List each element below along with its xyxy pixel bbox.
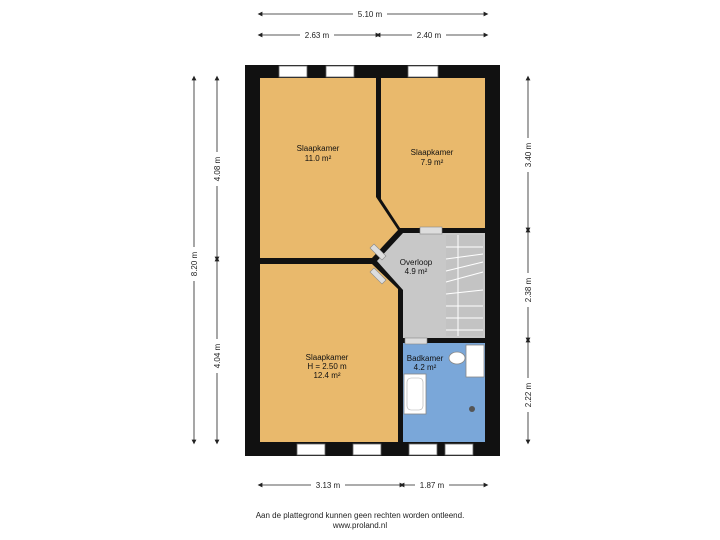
dim-right-lower: 2.22 m (524, 382, 533, 407)
door-bathroom (404, 337, 428, 345)
dimension-labels: 5.10 m 2.63 m 2.40 m 8.20 m 4.08 m 4.04 … (189, 9, 533, 490)
dim-right-upper: 3.40 m (524, 142, 533, 167)
window-top-3 (407, 65, 439, 78)
toilet-cistern (465, 344, 485, 378)
dim-left-total: 8.20 m (190, 251, 199, 276)
doors (369, 226, 443, 345)
footer-website: www.proland.nl (332, 521, 388, 530)
label-bedroom-top-left-area: 11.0 m² (305, 154, 332, 163)
building (245, 65, 500, 456)
dim-top-right: 2.40 m (417, 31, 442, 40)
dim-right-middle: 2.38 m (524, 277, 533, 302)
door-bedroom-bottom (369, 267, 387, 285)
door-bedroom-top-left (369, 243, 387, 261)
dim-bottom-left: 3.13 m (316, 481, 341, 490)
room-bedroom-bottom (260, 264, 398, 442)
window-bottom-4 (444, 443, 474, 456)
dim-left-upper: 4.08 m (213, 156, 222, 181)
dim-bottom-right: 1.87 m (420, 481, 445, 490)
toilet-bowl (448, 351, 466, 365)
label-bathroom-area: 4.2 m² (414, 363, 437, 372)
dim-left-lower: 4.04 m (213, 343, 222, 368)
label-landing-name: Overloop (400, 258, 433, 267)
window-bottom-2 (352, 443, 382, 456)
door-bedroom-top-right (419, 226, 443, 235)
window-bottom-3 (408, 443, 438, 456)
label-bedroom-top-right-name: Slaapkamer (411, 148, 454, 157)
label-bedroom-bottom-area: 12.4 m² (313, 371, 340, 380)
window-bottom-1 (296, 443, 326, 456)
label-bedroom-top-right-area: 7.9 m² (421, 158, 444, 167)
footer-disclaimer: Aan de plattegrond kunnen geen rechten w… (255, 511, 465, 520)
label-landing-area: 4.9 m² (405, 267, 428, 276)
windows (278, 65, 474, 456)
shower-drain (469, 406, 475, 412)
label-bedroom-bottom-height: H = 2.50 m (307, 362, 347, 371)
staircase (445, 235, 484, 336)
window-top-1 (278, 65, 308, 78)
room-bedroom-top-left (260, 78, 398, 258)
label-bedroom-bottom-name: Slaapkamer (306, 353, 349, 362)
room-bedroom-top-right (381, 78, 485, 228)
room-labels: Slaapkamer 11.0 m² Slaapkamer 7.9 m² Ove… (297, 144, 454, 380)
window-top-2 (325, 65, 355, 78)
label-bedroom-top-left-name: Slaapkamer (297, 144, 340, 153)
label-bathroom-name: Badkamer (407, 354, 444, 363)
dim-top-left: 2.63 m (305, 31, 330, 40)
bathroom-fixtures (403, 344, 485, 415)
dim-top-total: 5.10 m (358, 10, 383, 19)
